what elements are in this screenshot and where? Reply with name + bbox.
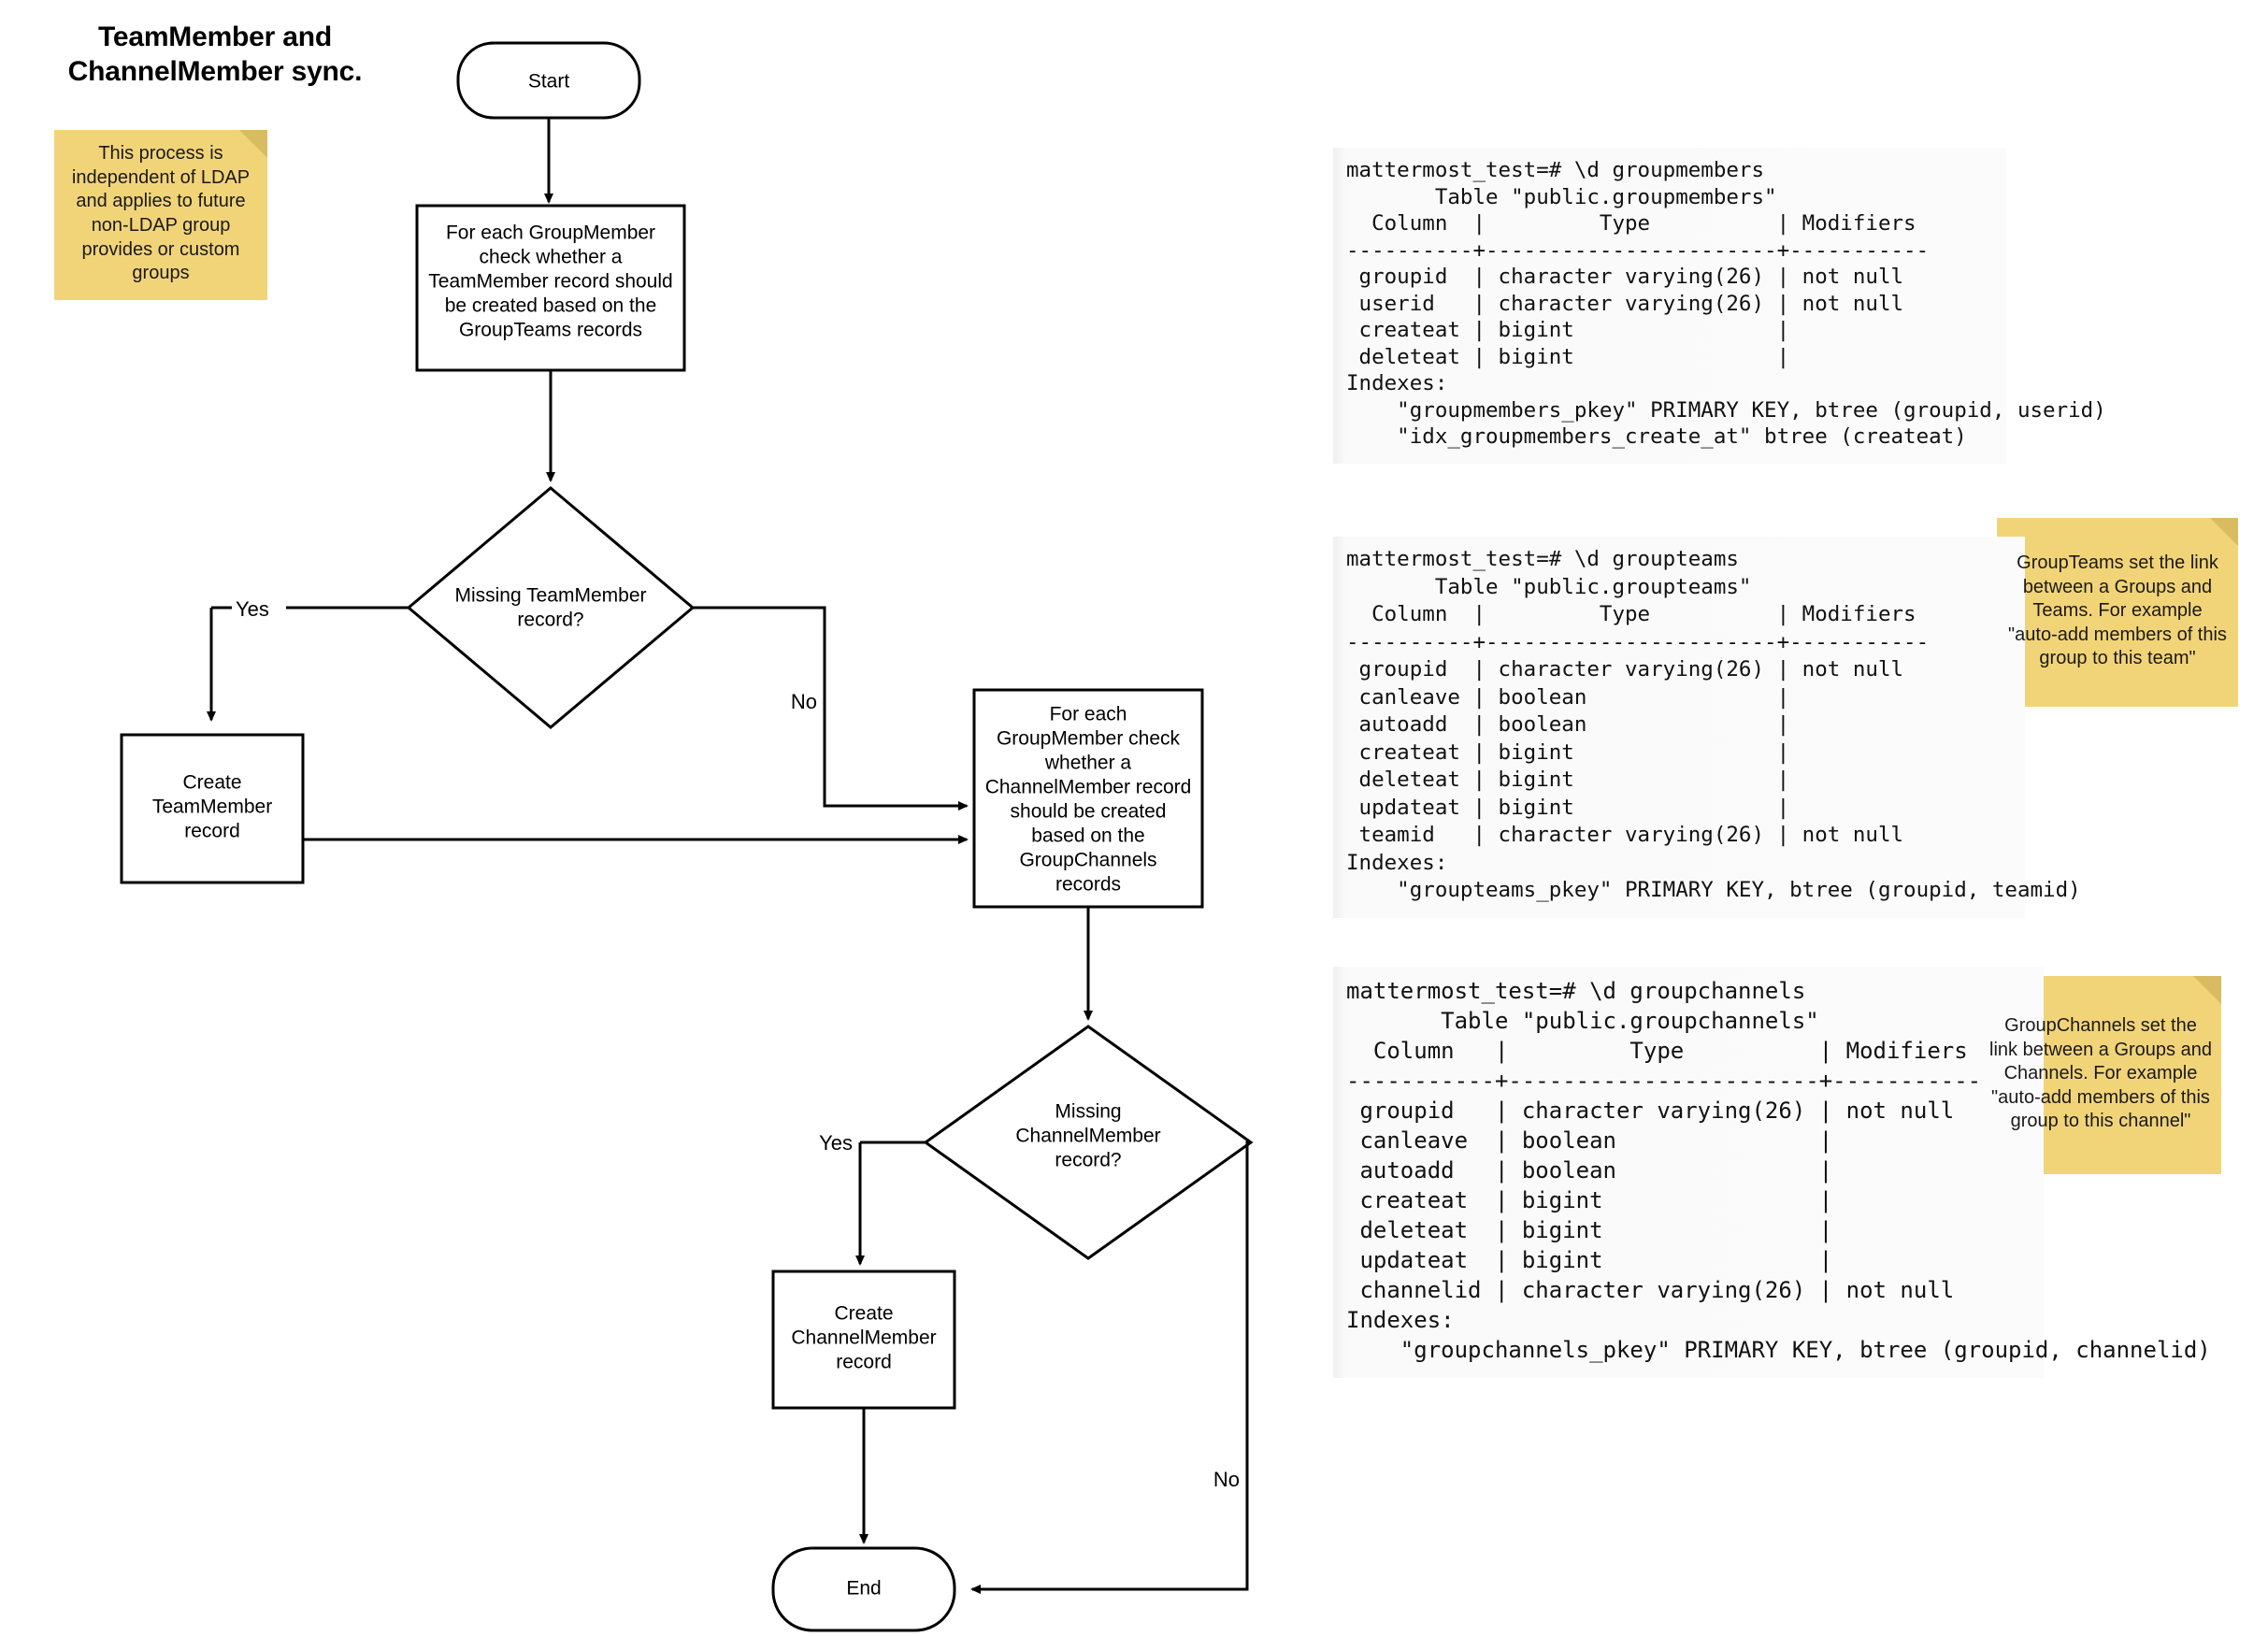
page-title-line2: ChannelMember sync.: [67, 55, 363, 87]
flow-node-start: Start: [456, 41, 641, 120]
terminal-output-groupmembers: mattermost_test=# \d groupmembers Table …: [1333, 148, 2106, 464]
sticky-fold-corner-icon: [239, 130, 267, 158]
create-teammember-line2: TeamMember: [152, 796, 272, 818]
flow-node-process-channelmember: For each GroupMember check whether a Cha…: [972, 688, 1204, 909]
sticky-note-groupchannels-text: GroupChannels set the link between a Gro…: [1989, 1015, 2212, 1132]
decision-channelmember-line3: record?: [1055, 1150, 1121, 1171]
create-channelmember-line2: ChannelMember: [791, 1327, 936, 1349]
process-teammember-line4: be created based on the: [445, 295, 657, 317]
flow-node-end: End: [771, 1546, 956, 1632]
create-teammember-line1: Create: [182, 772, 241, 794]
process-channelmember-line4: ChannelMember record: [985, 777, 1192, 798]
page-title-line1: TeamMember and: [97, 22, 333, 52]
edge-decision-channelmember-no: [970, 1141, 1251, 1594]
flow-node-end-label: End: [846, 1578, 881, 1600]
edge-decision-teammember-no: [693, 606, 969, 811]
terminal-output-groupteams: mattermost_test=# \d groupteams Table "p…: [1333, 537, 2081, 918]
process-teammember-line5: GroupTeams records: [459, 320, 642, 341]
decision-teammember-line2: record?: [517, 610, 583, 631]
process-channelmember-line1: For each: [1050, 704, 1127, 725]
sticky-note-groupteams-text: GroupTeams set the link between a Groups…: [2008, 553, 2227, 669]
terminal-output-groupchannels: mattermost_test=# \d groupchannels Table…: [1333, 967, 2211, 1378]
flow-node-start-label: Start: [528, 71, 570, 93]
flow-node-decision-channelmember: Missing ChannelMember record?: [923, 1025, 1254, 1260]
process-channelmember-line5: should be created: [1011, 801, 1167, 823]
flowchart: Start For each GroupMember check whether…: [120, 41, 1254, 1632]
process-channelmember-line8: records: [1055, 874, 1121, 896]
flow-node-process-teammember: For each GroupMember check whether a Tea…: [415, 204, 686, 372]
process-teammember-line2: check whether a: [480, 247, 623, 268]
edge-label-no-2: No: [1213, 1468, 1240, 1491]
sticky-note-groupteams: GroupTeams set the link between a Groups…: [1997, 518, 2238, 707]
edge-label-yes-1: Yes: [236, 597, 269, 621]
process-teammember-line3: TeamMember record should: [428, 271, 672, 293]
decision-channelmember-line2: ChannelMember: [1015, 1126, 1160, 1147]
process-channelmember-line3: whether a: [1044, 753, 1132, 774]
process-channelmember-line7: GroupChannels: [1019, 850, 1156, 871]
create-channelmember-line3: record: [836, 1352, 892, 1373]
sticky-note-ldap: This process is independent of LDAP and …: [54, 130, 267, 300]
process-channelmember-line6: based on the: [1031, 825, 1144, 847]
create-channelmember-line1: Create: [834, 1303, 893, 1325]
edge-label-no-1: No: [791, 690, 817, 713]
edge-label-yes-2: Yes: [819, 1131, 853, 1155]
flow-node-create-teammember: Create TeamMember record: [120, 733, 305, 884]
create-teammember-line3: record: [184, 821, 240, 842]
decision-teammember-line1: Missing TeamMember: [454, 585, 646, 607]
process-channelmember-line2: GroupMember check: [997, 728, 1181, 750]
page-title: TeamMember and ChannelMember sync.: [56, 21, 374, 89]
flow-node-create-channelmember: Create ChannelMember record: [771, 1270, 956, 1410]
sticky-note-ldap-text: This process is independent of LDAP and …: [71, 143, 251, 284]
process-teammember-line1: For each GroupMember: [446, 222, 655, 244]
decision-channelmember-line1: Missing: [1055, 1101, 1121, 1123]
sticky-fold-corner-icon: [2210, 518, 2238, 546]
flow-node-decision-teammember: Missing TeamMember record?: [406, 486, 696, 729]
sticky-fold-corner-icon: [2193, 976, 2221, 1004]
